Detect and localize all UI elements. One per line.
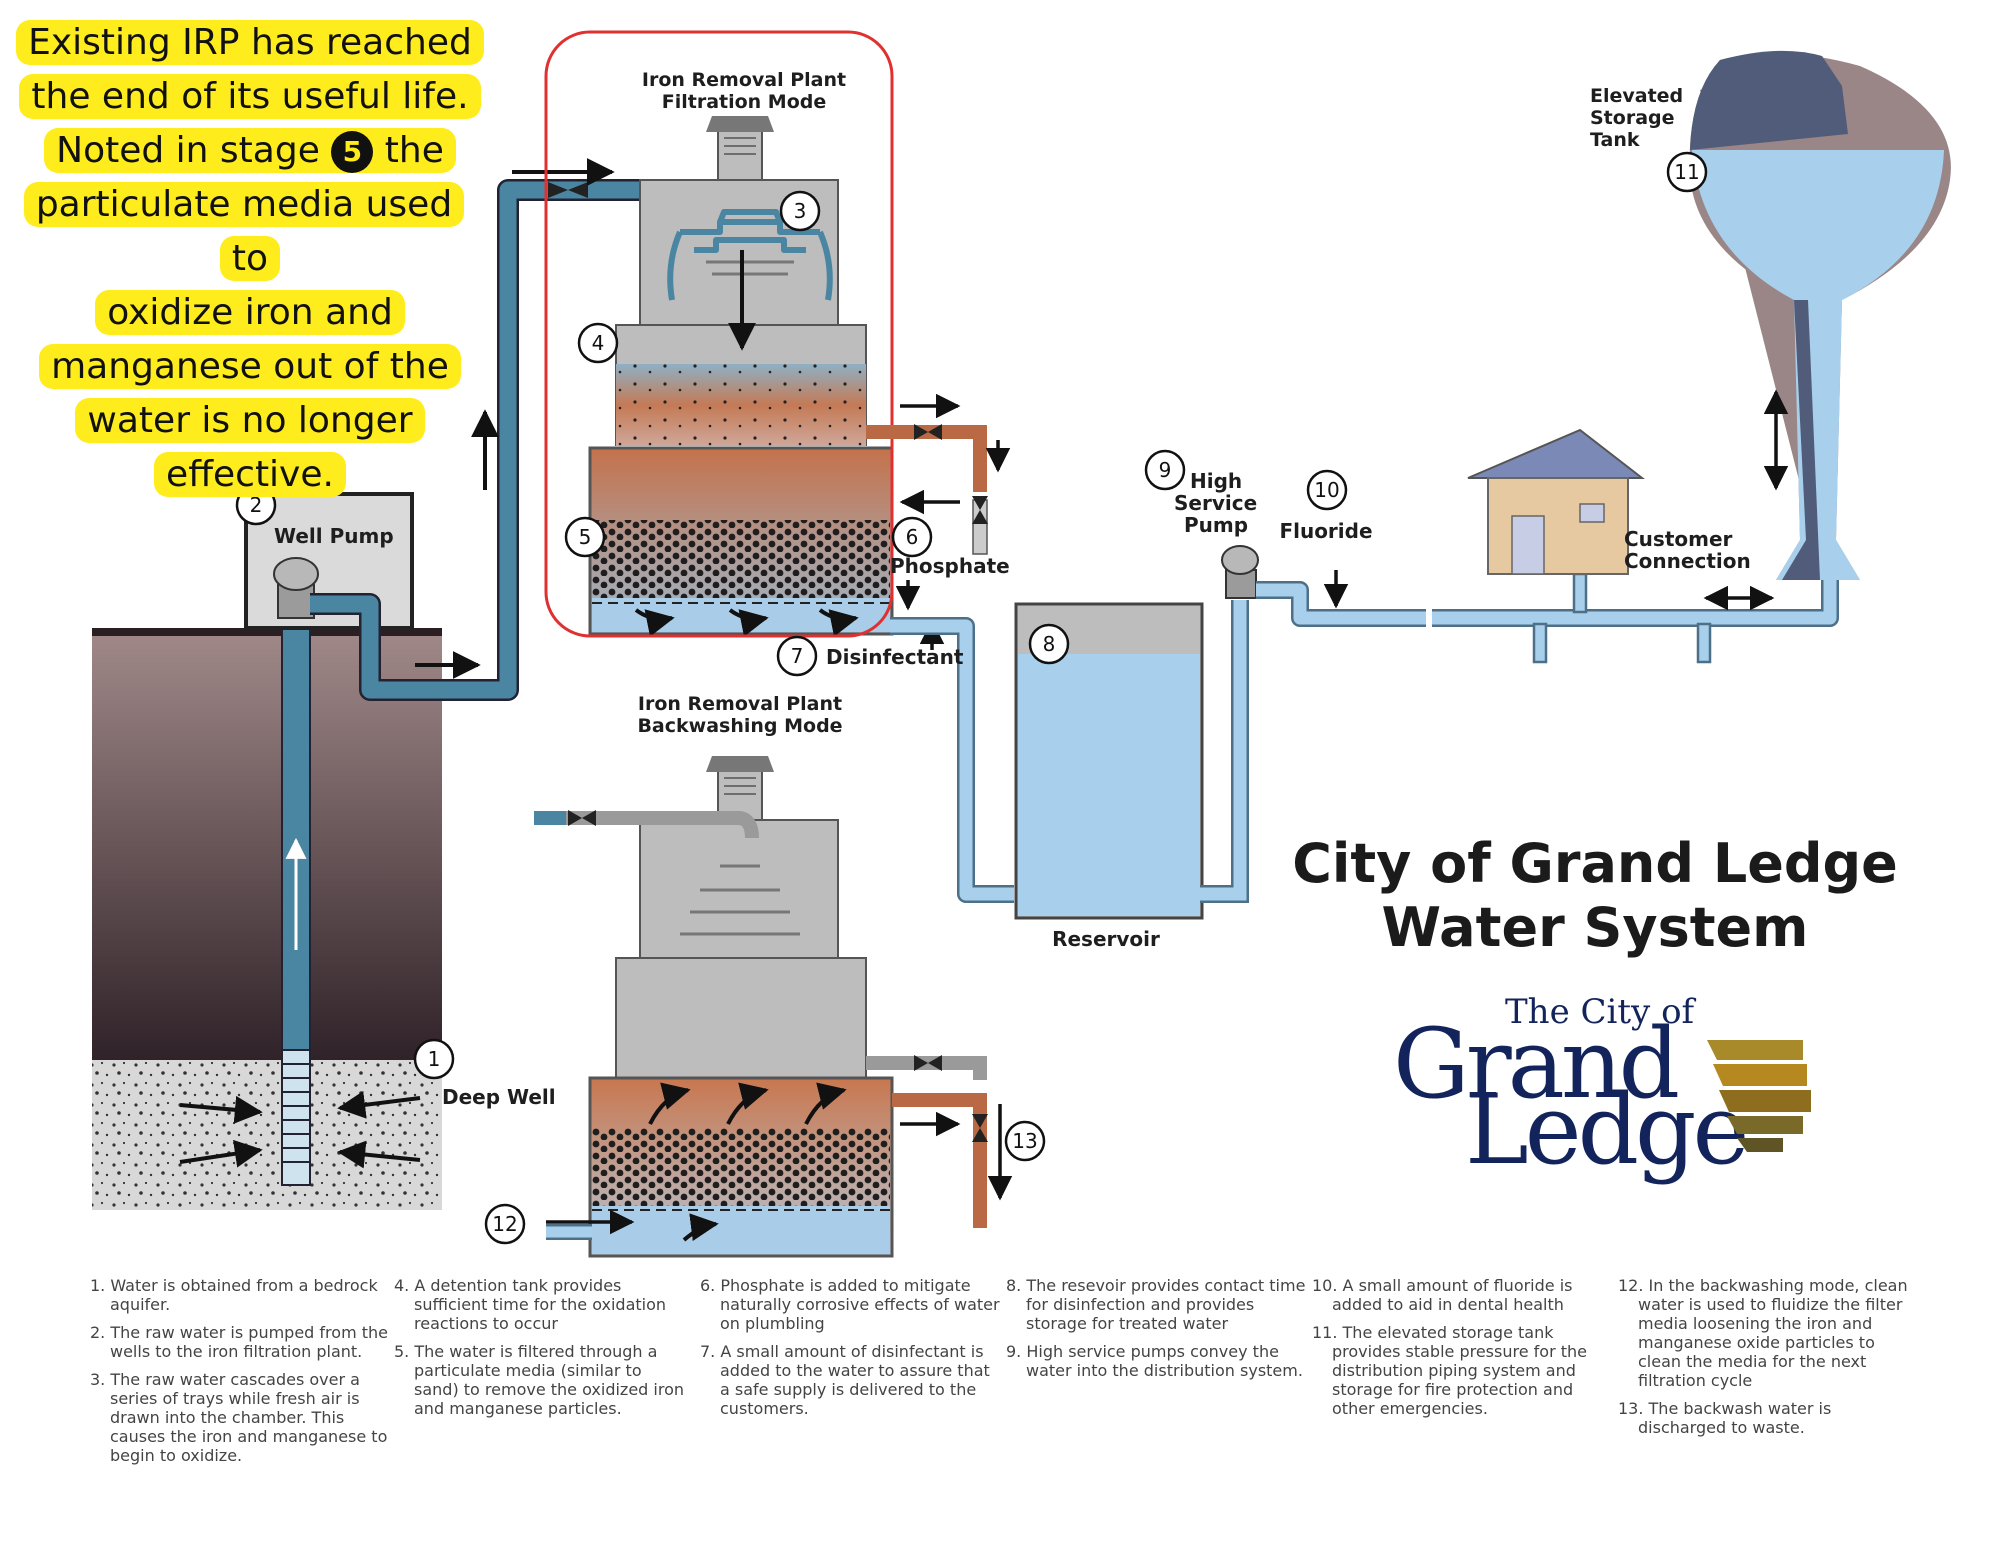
backwash-inlet-pipe [534, 811, 759, 839]
elevated-storage-tank [1689, 50, 1951, 580]
high-service-pump-label-2: Service [1174, 491, 1257, 515]
well-pump-house [244, 492, 414, 630]
page-title-line-1: City of Grand Ledge [1292, 832, 1898, 895]
reservoir-label: Reservoir [1052, 927, 1160, 951]
city-logo: The City of Grand Ledge [1385, 990, 1811, 1186]
marker-6: 6 [906, 525, 919, 549]
well-pump-label: Well Pump [274, 524, 394, 548]
note-2: 2. The raw water is pumped from the well… [90, 1323, 388, 1361]
logo-line-3: Ledge [1465, 1074, 1749, 1186]
marker-3: 3 [794, 199, 807, 223]
callout-line-8: effective. [154, 452, 346, 497]
elevated-tank-label-3: Tank [1590, 129, 1640, 151]
step-marker-numbers: 1 2 3 4 5 6 7 8 9 10 11 12 13 [250, 160, 1700, 1236]
reservoir-tank [1014, 602, 1204, 920]
marker-11: 11 [1674, 160, 1699, 184]
marker-12: 12 [492, 1212, 517, 1236]
marker-1: 1 [428, 1047, 441, 1071]
logo-line-1: The City of [1505, 992, 1695, 1032]
marker-8: 8 [1043, 632, 1056, 656]
note-11: 11. The elevated storage tank provides s… [1312, 1323, 1587, 1418]
marker-13: 13 [1012, 1129, 1037, 1153]
filtration-focus-outline [544, 30, 894, 638]
marker-2: 2 [250, 493, 263, 517]
diagram-labels: Iron Removal Plant Filtration Mode Iron … [274, 69, 1751, 1109]
marker-7: 7 [791, 644, 804, 668]
callout-line-7: water is no longer [75, 398, 425, 443]
notes-column-6: 12. In the backwashing mode, clean water… [1618, 1276, 1918, 1446]
backwash-waste-pipe [866, 1056, 987, 1080]
irp-backwash-label-1: Iron Removal Plant [638, 693, 842, 715]
note-1: 1. Water is obtained from a bedrock aqui… [90, 1276, 378, 1314]
deep-well-label: Deep Well [442, 1085, 556, 1109]
filtration-waste-pipe [866, 425, 987, 492]
well-casing [281, 609, 311, 1186]
callout-line-3: Noted in stage 5 the [44, 128, 456, 173]
notes-column-3: 6. Phosphate is added to mitigate natura… [700, 1276, 1000, 1427]
note-13: 13. The backwash water is discharged to … [1618, 1399, 1832, 1437]
customer-house [1467, 428, 1645, 575]
high-service-pump-body [1221, 545, 1259, 599]
irp-filtration-label-2: Filtration Mode [662, 91, 827, 113]
notes-column-4: 8. The resevoir provides contact time fo… [1006, 1276, 1306, 1389]
note-7: 7. A small amount of disinfectant is add… [700, 1342, 990, 1418]
notes-column-5: 10. A small amount of fluoride is added … [1312, 1276, 1612, 1427]
fluoride-label: Fluoride [1279, 519, 1372, 543]
customer-connection-label-1: Customer [1624, 527, 1733, 551]
high-service-pump-label-3: Pump [1184, 513, 1248, 537]
elevated-tank-label-2: Storage [1590, 107, 1675, 129]
callout-note: Existing IRP has reached the end of its … [10, 16, 490, 502]
note-4: 4. A detention tank provides sufficient … [394, 1276, 667, 1333]
note-10: 10. A small amount of fluoride is added … [1312, 1276, 1573, 1314]
note-5: 5. The water is filtered through a parti… [394, 1342, 684, 1418]
callout-line-3-text: Noted in stage [56, 130, 320, 171]
logo-ledge-icon [1707, 1040, 1811, 1152]
callout-line-4: particulate media used to [23, 182, 465, 281]
note-8: 8. The resevoir provides contact time fo… [1006, 1276, 1306, 1333]
irp-backwash-unit [588, 756, 894, 1258]
page-title: City of Grand Ledge Water System [1235, 832, 1955, 960]
callout-line-1: Existing IRP has reached [16, 20, 484, 65]
notes-column-1: 1. Water is obtained from a bedrock aqui… [90, 1276, 395, 1474]
marker-5: 5 [579, 525, 592, 549]
irp-backwash-label-2: Backwashing Mode [637, 715, 842, 737]
note-6: 6. Phosphate is added to mitigate natura… [700, 1276, 1000, 1333]
disinfectant-label: Disinfectant [826, 645, 964, 669]
marker-10: 10 [1314, 478, 1339, 502]
callout-line-2: the end of its useful life. [19, 74, 481, 119]
marker-9: 9 [1159, 458, 1172, 482]
note-12: 12. In the backwashing mode, clean water… [1618, 1276, 1908, 1390]
irp-filtration-unit [588, 116, 894, 637]
note-3: 3. The raw water cascades over a series … [90, 1370, 388, 1465]
high-service-pump-label-1: High [1190, 469, 1242, 493]
raw-pipe-valve [548, 182, 588, 198]
ground-section [92, 628, 442, 1210]
customer-connection-label-2: Connection [1624, 549, 1751, 573]
phosphate-label: Phosphate [890, 554, 1010, 578]
callout-line-6: manganese out of the [39, 344, 461, 389]
notes-column-2: 4. A detention tank provides sufficient … [394, 1276, 690, 1427]
irp-filtration-label-1: Iron Removal Plant [642, 69, 846, 91]
callout-line-5: oxidize iron and [95, 290, 405, 335]
note-9: 9. High service pumps convey the water i… [1006, 1342, 1303, 1380]
callout-line-3-end: the [384, 130, 444, 171]
elevated-tank-label-1: Elevated [1590, 85, 1683, 107]
page-title-line-2: Water System [1381, 896, 1809, 959]
stage-5-badge: 5 [331, 131, 374, 173]
logo-line-2: Grand [1393, 1008, 1680, 1120]
marker-4: 4 [592, 331, 605, 355]
